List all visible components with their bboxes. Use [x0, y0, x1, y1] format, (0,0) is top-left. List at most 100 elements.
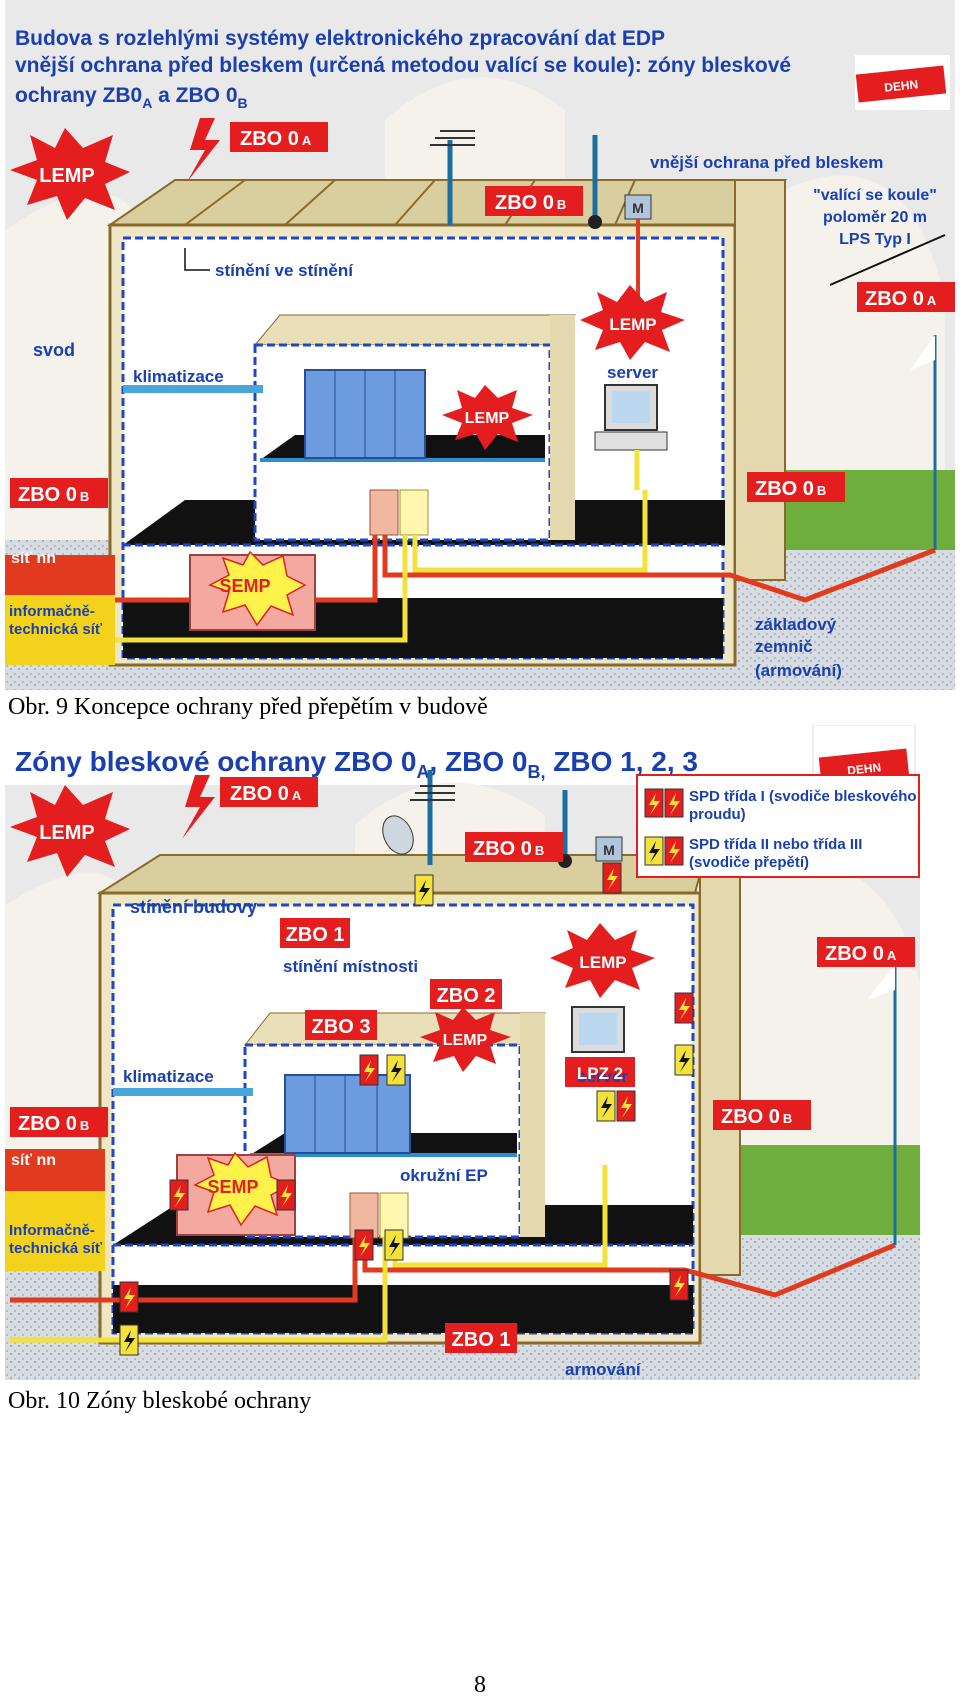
svg-text:ZBO 0B: ZBO 0B [755, 478, 826, 500]
spd-class-2-icon [674, 1044, 694, 1076]
spd-class-1-icon [276, 1179, 296, 1211]
dehn-logo: DEHN [847, 760, 882, 777]
info-network-label-line1: Informačně- [9, 1222, 95, 1239]
legend-spd-class-2-line2: (svodiče přepětí) [689, 854, 809, 871]
reinforcement-label: armování [565, 1360, 642, 1379]
svg-text:ZBO 0A: ZBO 0A [865, 288, 937, 310]
foundation-earth-label-line1: základový [755, 615, 837, 634]
spd-class-1-icon [669, 1269, 689, 1301]
spd-class-1-icon [602, 862, 622, 894]
shield-in-shield-label: stínění ve stínění [215, 261, 354, 280]
zbo1-label-top: ZBO 1 [280, 918, 350, 948]
svg-text:LEMP: LEMP [39, 165, 95, 187]
spd-legend: SPD třída I (svodiče bleskového proudu) … [636, 774, 920, 878]
zbo1-label-bottom: ZBO 1 [445, 1323, 517, 1353]
info-network-label-line2: technická síť [9, 621, 103, 638]
spd-class-1-icon [354, 1229, 374, 1261]
semp-label: SEMP [207, 1177, 258, 1197]
lemp-star-top-left: LEMP [10, 128, 130, 220]
figure1-title-line3: ochrany ZB0A a ZBO 0B [15, 84, 248, 111]
rolling-sphere-label: "valící se koule" [813, 187, 937, 204]
spd-class-2-icon [119, 1324, 139, 1356]
svg-text:ZBO 0A: ZBO 0A [825, 943, 897, 965]
legend-spd-class-2-line1: SPD třída II nebo třída III [689, 836, 862, 853]
spd-class-2-icon [596, 1090, 616, 1122]
server-label: server [607, 363, 658, 382]
svg-text:ZBO 0B: ZBO 0B [721, 1106, 792, 1128]
svg-text:ZBO 0A: ZBO 0A [240, 128, 312, 150]
svg-text:LEMP: LEMP [39, 822, 95, 844]
foundation-earth-label-line3: (armování) [755, 661, 842, 680]
info-network-label-line1: informačně- [9, 603, 95, 620]
power-grid-label: síť nn [11, 1152, 56, 1169]
svg-text:ZBO 0B: ZBO 0B [495, 192, 566, 214]
spd-class-1-icon [674, 992, 694, 1024]
motor-label: M [632, 200, 644, 216]
lemp-star-server: LEMP [550, 923, 655, 998]
spd-class-1-icon [616, 1090, 636, 1122]
power-grid-label: síť nn [11, 550, 56, 567]
air-conditioning-label: klimatizace [123, 1067, 214, 1086]
zbo2-label: ZBO 2 [430, 979, 502, 1009]
semp-label: SEMP [219, 576, 270, 596]
svg-text:LEMP: LEMP [465, 410, 510, 427]
svg-text:ZBO 0A: ZBO 0A [230, 783, 302, 805]
figure-2-lightning-protection-zones: Zóny bleskové ochrany ZBO 0A, ZBO 0B, ZB… [5, 725, 955, 1380]
svg-text:ZBO 1: ZBO 1 [452, 1329, 511, 1351]
room-shield-label: stínění místnosti [283, 957, 418, 976]
figure-1-caption: Obr. 9 Koncepce ochrany před přepětím v … [8, 694, 488, 720]
spd-class-2-icon [414, 874, 434, 906]
svg-text:ZBO 0B: ZBO 0B [473, 838, 544, 860]
figure1-title-line2: vnější ochrana před bleskem (určená meto… [15, 54, 791, 77]
lemp-star-room: LEMP [442, 385, 533, 450]
legend-spd-class-1-line1: SPD třída I (svodiče bleskového [689, 788, 917, 805]
lps-type-label: LPS Typ I [839, 231, 911, 248]
sphere-arrow [829, 234, 946, 286]
svg-text:ZBO 3: ZBO 3 [312, 1016, 371, 1038]
foundation-earth-label-line2: zemnič [755, 637, 813, 656]
lemp-star-room: LEMP [420, 1007, 511, 1072]
dehn-logo: DEHN [884, 77, 919, 94]
svg-text:ZBO 2: ZBO 2 [437, 985, 496, 1007]
server-label: server [577, 1067, 628, 1086]
spd-class-2-icon [384, 1229, 404, 1261]
figure-2-caption: Obr. 10 Zóny bleskobé ochrany [8, 1388, 312, 1414]
info-network-label-line2: technická síť [9, 1240, 103, 1257]
ring-equipotential-label: okružní EP [400, 1166, 488, 1185]
svg-text:LEMP: LEMP [579, 953, 626, 972]
figure-1-illustration: M DEHN Budova s rozlehlými systémy elekt… [5, 0, 955, 690]
legend-spd-class-1-line2: proudu) [689, 806, 746, 823]
lemp-star-top-left: LEMP [10, 785, 130, 877]
svg-text:ZBO 0B: ZBO 0B [18, 1113, 89, 1135]
air-conditioning-label: klimatizace [133, 367, 224, 386]
building-shield-label: stínění budovy [130, 897, 257, 917]
down-conductor-label: svod [33, 340, 75, 360]
svg-text:LEMP: LEMP [609, 315, 656, 334]
motor-label: M [603, 842, 615, 858]
svg-text:ZBO 1: ZBO 1 [286, 924, 345, 946]
svg-text:ZBO 0B: ZBO 0B [18, 484, 89, 506]
spd-class-2-icon [386, 1054, 406, 1086]
figure2-title: Zóny bleskové ochrany ZBO 0A, ZBO 0B, ZB… [15, 746, 698, 782]
figure-2-illustration: Zóny bleskové ochrany ZBO 0A, ZBO 0B, ZB… [5, 725, 955, 1380]
figure-1-lightning-protection-concept: M DEHN Budova s rozlehlými systémy elekt… [5, 0, 955, 690]
page-number: 8 [474, 1672, 486, 1698]
spd-class-1-icon [359, 1054, 379, 1086]
external-protection-label: vnější ochrana před bleskem [650, 153, 883, 172]
shield-leader-line [184, 248, 210, 271]
figure1-title-line1: Budova s rozlehlými systémy elektronické… [15, 27, 665, 50]
lemp-star-server: LEMP [580, 285, 685, 360]
spd-class-1-icon [169, 1179, 189, 1211]
zbo3-label: ZBO 3 [305, 1010, 377, 1040]
lpz2-label: LPZ 2 [577, 1064, 623, 1083]
